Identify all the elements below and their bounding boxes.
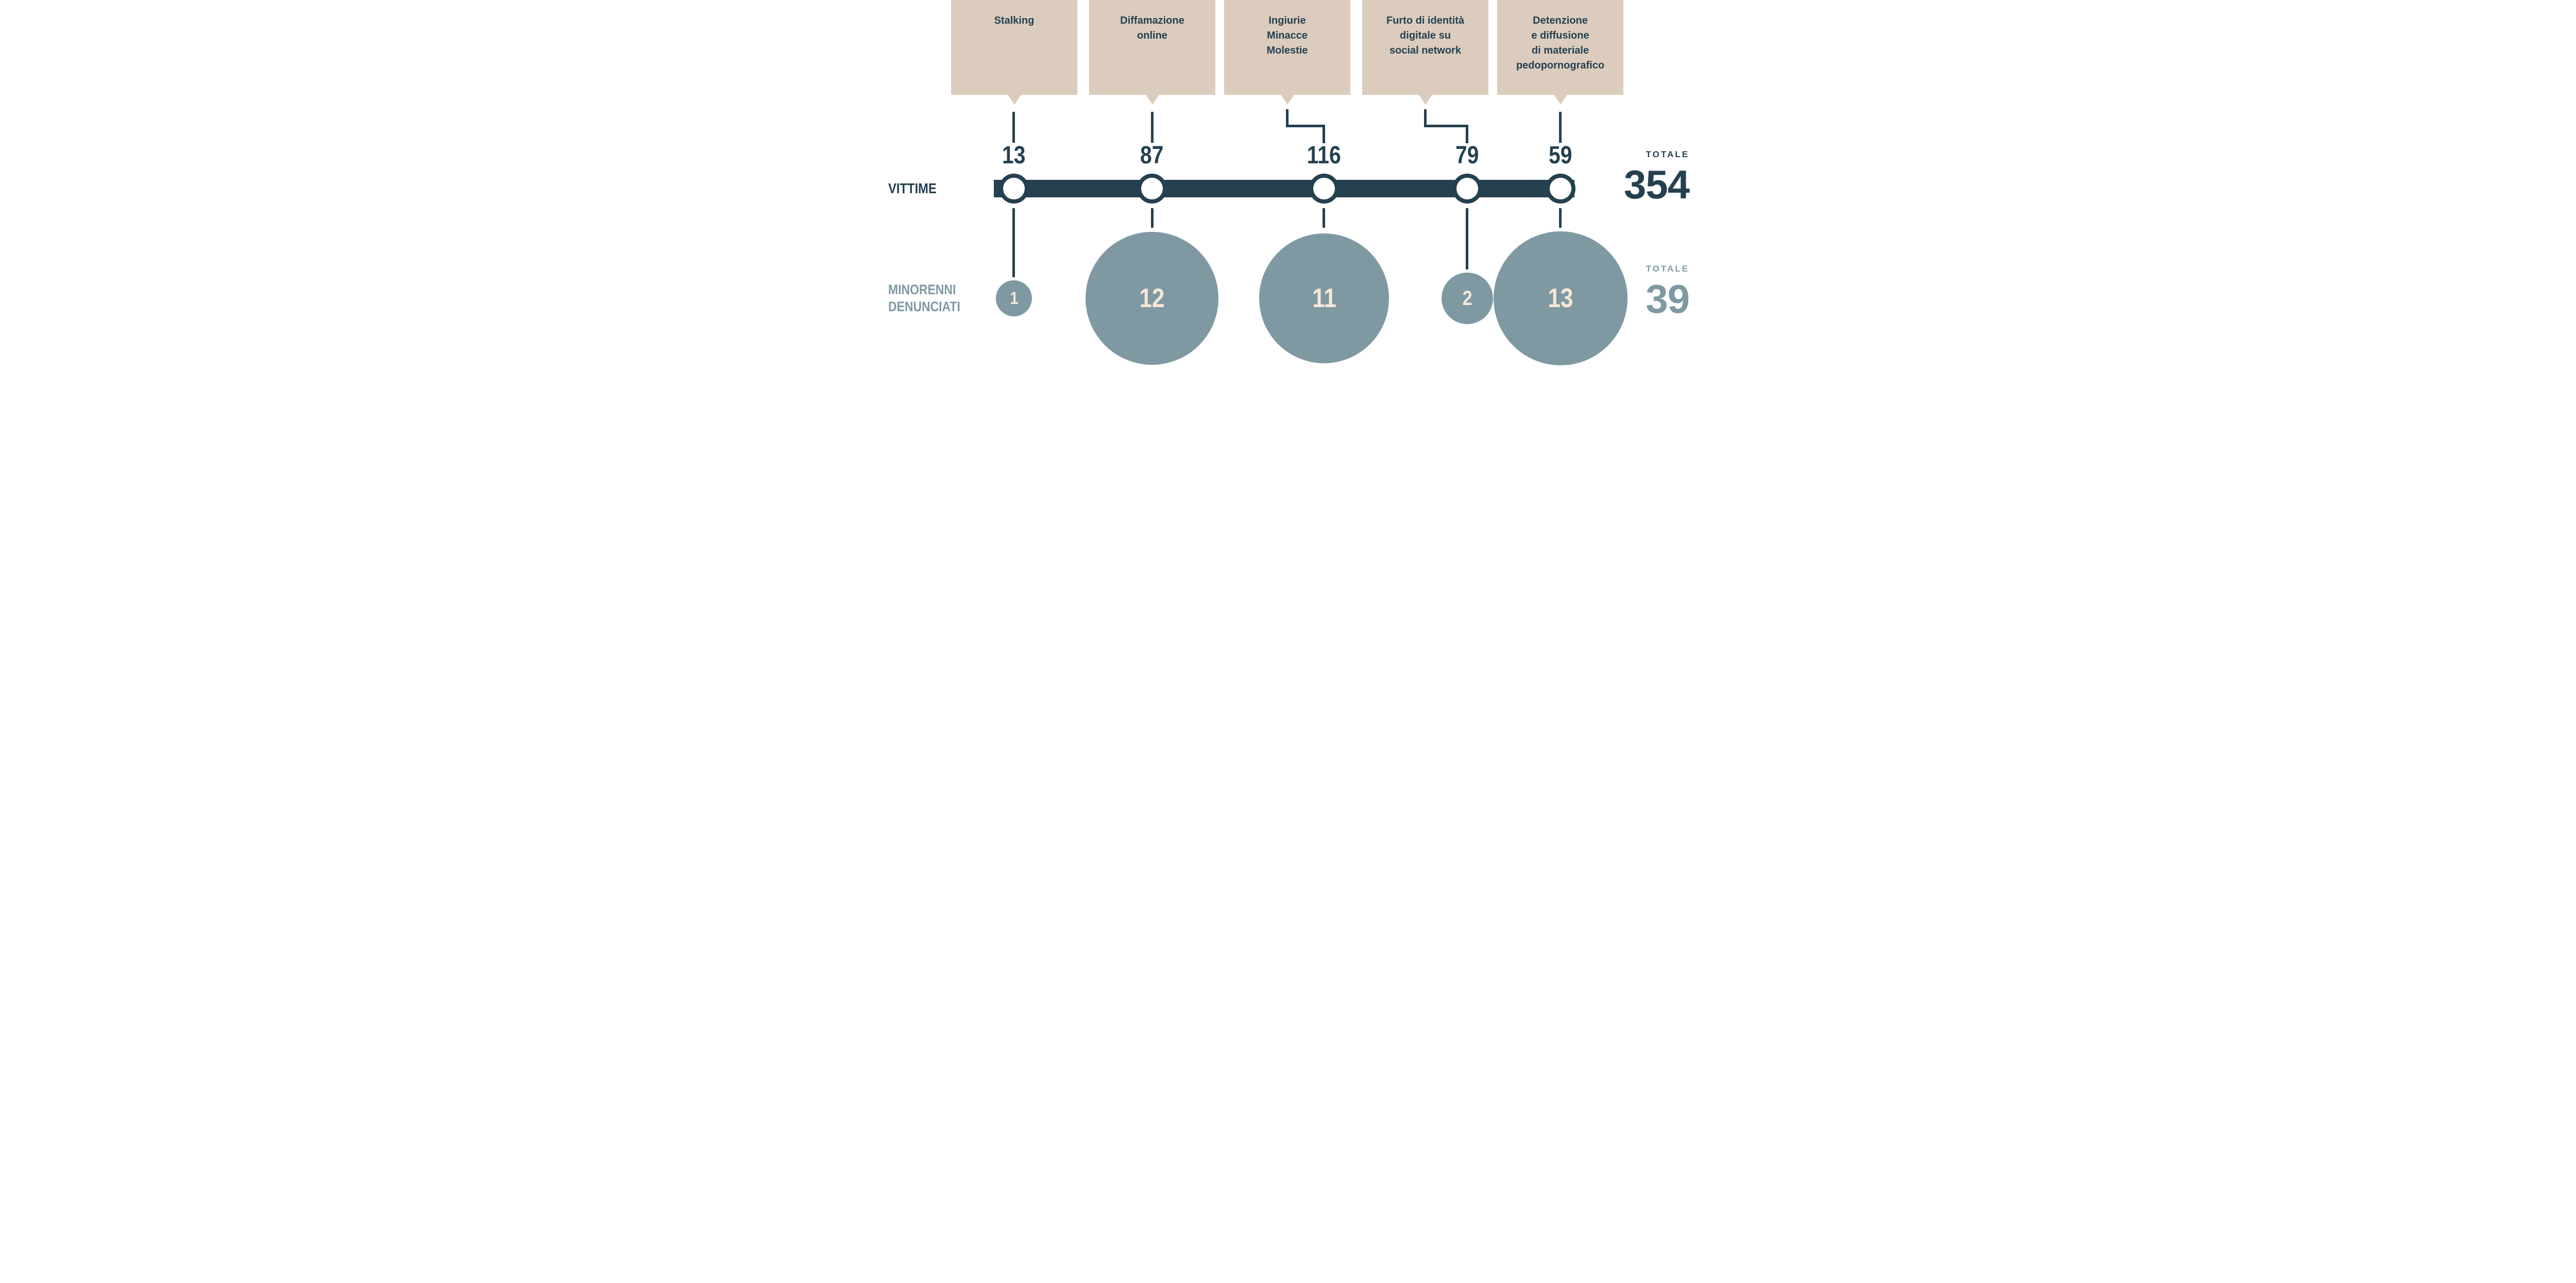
total-minors-value: 39: [1646, 276, 1690, 322]
minors-count: 11: [1312, 283, 1336, 313]
category-box-ingiurie: Ingiurie Minacce Molestie: [1224, 0, 1350, 95]
timeline-node: [1309, 174, 1339, 204]
connector-line: [1012, 112, 1015, 143]
category-box-pedopornografia: Detenzione e diffusione di materiale ped…: [1497, 0, 1623, 95]
connector-line: [1559, 112, 1562, 143]
timeline-node: [999, 174, 1029, 204]
category-label: Ingiurie Minacce Molestie: [1266, 15, 1308, 56]
connector-elbow: [1466, 125, 1468, 143]
row-label-minors: MINORENNI DENUNCIATI: [888, 282, 960, 314]
total-minors-label: TOTALE: [1646, 264, 1689, 274]
timeline-node: [1452, 174, 1482, 204]
drop-line: [1559, 208, 1562, 228]
connector-elbow: [1424, 109, 1427, 127]
connector-elbow: [1286, 125, 1325, 127]
minors-circle: 2: [1442, 273, 1493, 324]
minors-circle: 1: [996, 280, 1032, 316]
drop-line: [1012, 208, 1015, 277]
connector-elbow: [1323, 125, 1325, 143]
minors-count: 1: [1009, 288, 1019, 308]
drop-line: [1151, 208, 1154, 228]
row-label-victims: VITTIME: [888, 180, 937, 196]
minors-count: 2: [1462, 286, 1472, 310]
victims-count: 87: [1140, 142, 1164, 169]
minors-circle: 13: [1494, 231, 1628, 365]
victims-count: 116: [1307, 142, 1341, 169]
connector-elbow: [1286, 109, 1289, 127]
category-label: Stalking: [994, 15, 1035, 26]
drop-line: [1323, 208, 1325, 228]
minors-count: 13: [1548, 283, 1573, 313]
timeline-bar: [994, 180, 1574, 197]
infographic-canvas: Stalking Diffamazione online Ingiurie Mi…: [884, 0, 1692, 375]
timeline-node: [1137, 174, 1167, 204]
minors-count: 12: [1139, 283, 1165, 313]
category-box-stalking: Stalking: [951, 0, 1077, 95]
category-box-diffamazione: Diffamazione online: [1089, 0, 1215, 95]
total-victims-label: TOTALE: [1646, 149, 1689, 159]
victims-count: 79: [1455, 142, 1479, 169]
victims-count: 59: [1549, 142, 1572, 169]
drop-line: [1466, 208, 1468, 269]
category-label: Diffamazione online: [1120, 15, 1184, 41]
minors-circle: 11: [1259, 233, 1389, 363]
connector-elbow: [1424, 125, 1468, 127]
minors-circle: 12: [1086, 232, 1218, 365]
category-label: Furto di identità digitale su social net…: [1386, 15, 1465, 56]
category-label: Detenzione e diffusione di materiale ped…: [1516, 15, 1605, 71]
total-victims-value: 354: [1623, 162, 1690, 207]
connector-line: [1151, 112, 1154, 143]
timeline-node: [1546, 174, 1575, 204]
victims-count: 13: [1002, 142, 1026, 169]
category-box-furto-identita: Furto di identità digitale su social net…: [1362, 0, 1488, 95]
